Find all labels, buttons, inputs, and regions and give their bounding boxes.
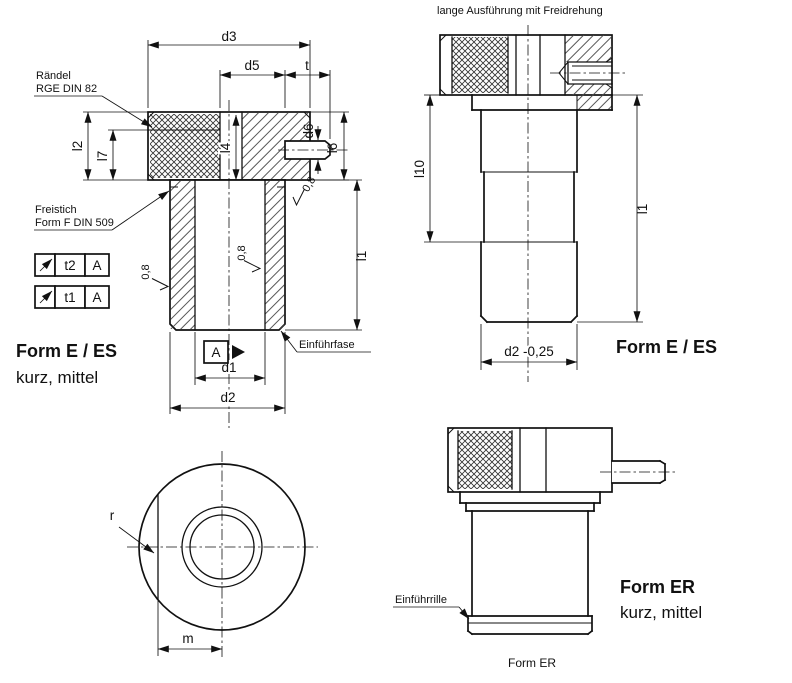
section-hatch-body-right bbox=[265, 181, 285, 329]
dim-t: t bbox=[284, 58, 331, 139]
view-caption: Form ER bbox=[508, 656, 556, 670]
datum-label: A bbox=[211, 345, 220, 360]
knurl-note: Rändel RGE DIN 82 bbox=[34, 70, 153, 128]
groove-note: Einführrille bbox=[393, 594, 470, 620]
dim-m: m bbox=[157, 601, 223, 656]
dim-l10: l10 bbox=[412, 94, 481, 243]
groove-note-text: Einführrille bbox=[395, 594, 447, 606]
chamfer-note-text: Einführfase bbox=[299, 339, 355, 351]
roughness-value: 0,8 bbox=[236, 245, 248, 260]
roughness-value: 0,8 bbox=[140, 264, 152, 279]
section-hatch-body-left bbox=[170, 181, 195, 329]
dim-label-l2: l2 bbox=[70, 141, 85, 152]
leader-arrow bbox=[111, 190, 170, 231]
roughness-mark-2: 0,8 bbox=[236, 245, 261, 273]
leader-arrow bbox=[280, 330, 298, 353]
chamfer-note: Einführfase bbox=[280, 330, 371, 353]
sleeve-body bbox=[169, 179, 286, 331]
long-version-view: lange Ausführung mit Freidrehung bbox=[412, 5, 717, 382]
tolerance-value: t2 bbox=[64, 258, 75, 273]
section-hatch bbox=[577, 95, 612, 110]
dim-label-l10: l10 bbox=[412, 160, 427, 178]
dim-label-l1: l1 bbox=[354, 251, 369, 262]
roughness-mark-3: 0,8 bbox=[140, 264, 169, 291]
knurl-note-line2: RGE DIN 82 bbox=[36, 83, 97, 95]
dim-label-l1: l1 bbox=[635, 204, 650, 215]
dim-label-l4: l4 bbox=[218, 142, 233, 153]
runout-symbol-icon bbox=[39, 258, 53, 272]
outer-diameter-circle bbox=[138, 463, 306, 631]
section-hatch bbox=[565, 35, 612, 62]
knurl-note-line1: Rändel bbox=[36, 70, 71, 82]
dim-label-d2: d2 -0,25 bbox=[504, 344, 554, 359]
form-title: Form ER bbox=[620, 577, 695, 597]
dim-r: r bbox=[110, 508, 155, 554]
dim-d2-toleranced: d2 -0,25 bbox=[480, 324, 578, 370]
dim-label-m: m bbox=[182, 631, 193, 646]
undercut-note-line2: Form F DIN 509 bbox=[35, 217, 114, 229]
tolerance-datum: A bbox=[92, 290, 101, 305]
dim-label-d6: d6 bbox=[301, 123, 316, 138]
form-subtitle: kurz, mittel bbox=[620, 603, 702, 622]
form-subtitle: kurz, mittel bbox=[16, 368, 98, 387]
dim-label-d3: d3 bbox=[221, 29, 236, 44]
leader-arrow bbox=[118, 526, 155, 554]
datum-triangle-icon bbox=[232, 345, 245, 359]
part-geometry bbox=[439, 25, 628, 382]
undercut-note-line1: Freistich bbox=[35, 204, 77, 216]
dim-label-d5: d5 bbox=[244, 58, 259, 73]
knurl-pattern-area bbox=[452, 37, 508, 93]
dim-l1: l1 bbox=[577, 94, 650, 323]
view-caption: lange Ausführung mit Freidrehung bbox=[437, 5, 603, 17]
form-er-view: Einführrille Form ER Form ER kurz, mitte… bbox=[393, 427, 702, 670]
dim-label-d2: d2 bbox=[220, 390, 235, 405]
undercut-note: Freistich Form F DIN 509 bbox=[34, 190, 170, 231]
form-title: Form E / ES bbox=[616, 337, 717, 357]
part-geometry bbox=[147, 100, 348, 428]
datum-feature: A bbox=[203, 340, 245, 364]
dim-d3: d3 bbox=[147, 29, 311, 108]
dim-d2: d2 bbox=[169, 332, 286, 414]
leader-arrow bbox=[458, 606, 470, 620]
dim-label-l7: l7 bbox=[95, 151, 110, 162]
dim-label-r: r bbox=[110, 508, 115, 523]
form-title: Form E / ES bbox=[16, 341, 117, 361]
dim-d5: d5 bbox=[219, 58, 286, 108]
leader-arrow bbox=[101, 95, 153, 128]
knurl-pattern-area bbox=[150, 114, 220, 178]
knurl-pattern-area bbox=[458, 431, 512, 489]
runout-symbol-icon bbox=[39, 290, 53, 304]
roughness-icon bbox=[292, 188, 305, 206]
roughness-icon bbox=[151, 278, 169, 291]
dim-l1: l1 bbox=[285, 179, 369, 331]
dim-l7: l7 bbox=[95, 129, 148, 181]
front-view: r m bbox=[110, 451, 318, 659]
dim-label-t: t bbox=[305, 58, 309, 73]
section-view-form-e-es: d3 d5 t d6 l6 l4 l2 bbox=[16, 29, 371, 428]
tolerance-frame-2: t1 A bbox=[34, 285, 110, 309]
dim-l4: l4 bbox=[216, 114, 240, 181]
part-geometry bbox=[447, 427, 678, 636]
section-hatch bbox=[565, 84, 612, 95]
dim-l2: l2 bbox=[70, 111, 148, 181]
tolerance-value: t1 bbox=[64, 290, 75, 305]
dim-label-l6: l6 bbox=[325, 143, 340, 154]
tolerance-frame-1: t2 A bbox=[34, 253, 110, 277]
tolerance-datum: A bbox=[92, 258, 101, 273]
dim-d6: d6 bbox=[301, 123, 322, 174]
